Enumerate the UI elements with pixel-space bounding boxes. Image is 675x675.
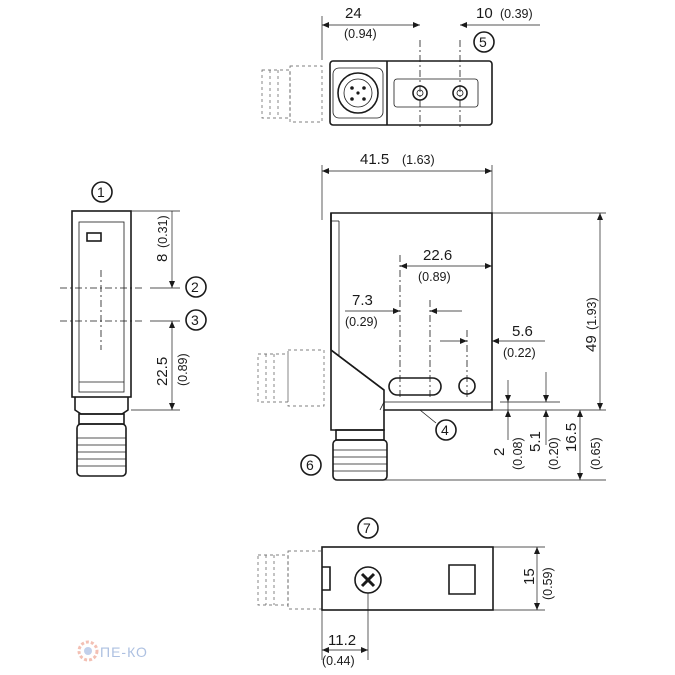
bottom-view: 15 (0.59) 11.2 (0.44) 7 <box>257 517 555 668</box>
dim-side-width-in: (1.63) <box>402 153 435 167</box>
dim-slot-offset-in: (0.29) <box>345 315 378 329</box>
bottom-connector-ghost <box>257 550 325 610</box>
watermark: ПЕ-КО <box>77 640 148 662</box>
front-view: 8 (0.31) 22.5 (0.89) 1 2 3 <box>60 181 207 477</box>
dim-base-b-in: (0.20) <box>547 437 561 470</box>
dim-slot-offset-mm: 7.3 <box>352 292 373 309</box>
dim-side-width-mm: 41.5 <box>360 151 389 168</box>
dim-top-width-mm: 24 <box>345 5 362 22</box>
callout-2-circle <box>185 276 207 298</box>
side-body <box>330 212 493 411</box>
callout-6: 6 <box>306 457 314 473</box>
watermark-text: ПЕ-КО <box>100 644 148 660</box>
callout-4-circle <box>435 419 457 441</box>
dim-front-upper-mm: 8 <box>154 254 171 262</box>
dim-base-b-mm: 5.1 <box>527 431 544 452</box>
dim-front-lower-in: (0.89) <box>176 353 190 386</box>
front-body <box>71 210 132 398</box>
top-connector <box>261 65 323 123</box>
led-indicator <box>86 232 102 242</box>
callout-2: 2 <box>191 279 199 295</box>
front-connector <box>76 423 127 477</box>
callout-3-circle <box>185 309 207 331</box>
side-connector-ghost <box>257 349 325 407</box>
callout-1-circle <box>91 181 113 203</box>
dim-base-a-in: (0.08) <box>511 437 525 470</box>
dim-hole-span-mm: 22.6 <box>423 247 452 264</box>
callout-3: 3 <box>191 312 199 328</box>
callout-5-circle <box>473 31 495 53</box>
side-connector <box>332 439 388 481</box>
dim-bottom-width-in: (0.44) <box>322 654 355 668</box>
dim-hole-offset-in: (0.22) <box>503 346 536 360</box>
callout-7: 7 <box>363 520 371 536</box>
dim-bottom-height-in: (0.59) <box>541 567 555 600</box>
top-view: 24 (0.94) 10 (0.39) 5 <box>261 5 540 130</box>
callout-4: 4 <box>441 422 449 438</box>
dim-front-lower-mm: 22.5 <box>154 357 171 386</box>
dim-height-in: (1.93) <box>585 297 599 330</box>
callout-1: 1 <box>97 184 105 200</box>
side-view: 41.5 (1.63) 22.6 (0.89) 7.3 (0.29) 5.6 (… <box>257 151 606 481</box>
dim-base-a-mm: 2 <box>491 448 508 456</box>
connector-face-icon <box>332 67 384 119</box>
dim-base-c-in: (0.65) <box>589 437 603 470</box>
dim-top-offset-in: (0.39) <box>500 7 533 21</box>
callout-6-circle <box>300 454 322 476</box>
gear-logo-icon <box>77 640 99 662</box>
dim-base-c-mm: 16.5 <box>563 423 580 452</box>
dim-top-width-in: (0.94) <box>344 27 377 41</box>
callout-7-circle <box>357 517 379 539</box>
mount-slot <box>388 377 442 396</box>
dim-hole-offset-mm: 5.6 <box>512 323 533 340</box>
dim-hole-span-in: (0.89) <box>418 270 451 284</box>
callout-5: 5 <box>479 34 487 50</box>
dim-bottom-width-mm: 11.2 <box>328 632 356 649</box>
bottom-window <box>448 564 476 595</box>
dim-front-upper-in: (0.31) <box>156 215 170 248</box>
bottom-body <box>321 546 494 611</box>
dim-bottom-height-mm: 15 <box>521 568 538 585</box>
dim-height-mm: 49 <box>583 335 600 352</box>
dim-top-offset-mm: 10 <box>476 5 493 22</box>
